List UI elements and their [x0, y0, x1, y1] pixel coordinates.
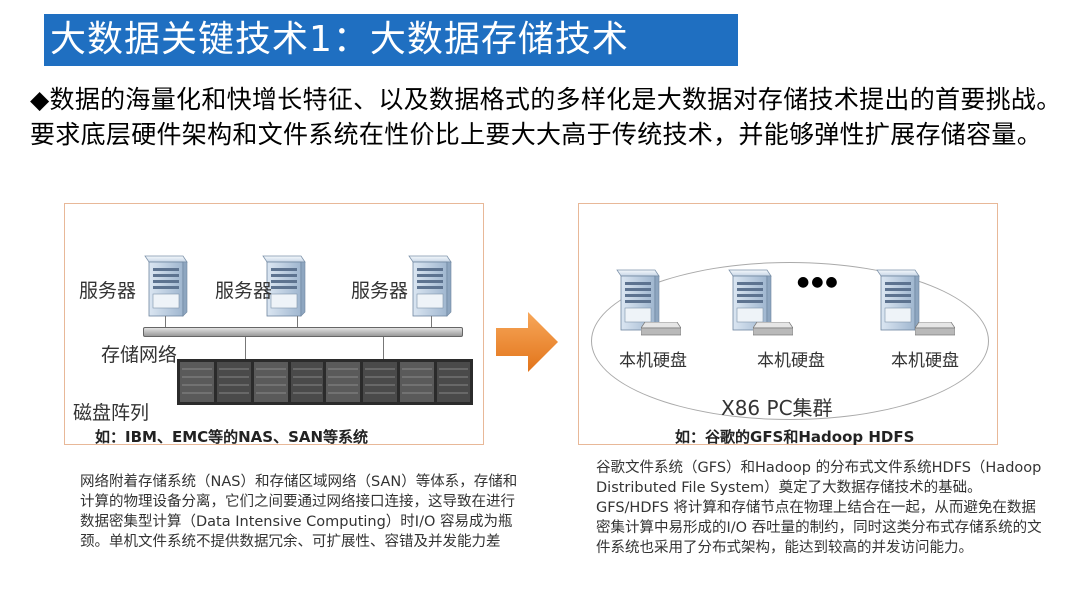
- traditional-storage-diagram: 服务器 服务器 服务器 存储网络 磁盘阵列 如：IBM、EMC等的NAS、SAN…: [64, 203, 484, 446]
- connector-line: [165, 316, 166, 328]
- right-description: 谷歌文件系统（GFS）和Hadoop 的分布式文件系统HDFS（Hadoop D…: [596, 460, 1042, 556]
- slide-title-bar: 大数据关键技术1：大数据存储技术: [44, 14, 738, 66]
- connector-line: [245, 337, 246, 359]
- right-caption: 如：谷歌的GFS和Hadoop HDFS: [675, 428, 915, 446]
- disk-array-icon: [323, 359, 473, 405]
- server-icon: [139, 250, 189, 318]
- cluster-ellipse: [591, 262, 989, 420]
- storage-network-label: 存储网络: [101, 344, 178, 366]
- cluster-label: X86 PC集群: [721, 396, 833, 420]
- hard-disk-icon: [753, 322, 793, 336]
- hard-disk-icon: [641, 322, 681, 336]
- left-caption: 如：IBM、EMC等的NAS、SAN等系统: [95, 428, 369, 446]
- intro-paragraph: ◆数据的海量化和快增长特征、以及数据格式的多样化是大数据对存储技术提出的首要挑战…: [30, 85, 1062, 149]
- hard-disk-icon: [915, 322, 955, 336]
- disk-array-label: 磁盘阵列: [73, 402, 150, 424]
- local-disk-label: 本机硬盘: [619, 351, 687, 371]
- left-description: 网络附着存储系统（NAS）和存储区域网络（SAN）等体系，存储和计算的物理设备分…: [80, 474, 518, 550]
- connector-line: [297, 316, 298, 328]
- distributed-storage-diagram: ●●● 本机硬盘 本机硬盘 本机硬盘 X86 PC集群 如：谷歌的GFS和Had…: [578, 203, 998, 446]
- local-disk-label: 本机硬盘: [891, 351, 959, 371]
- storage-network-bus: [143, 327, 463, 337]
- server-label: 服务器: [351, 280, 409, 302]
- server-icon: [871, 264, 921, 332]
- server-label: 服务器: [79, 280, 137, 302]
- connector-line: [431, 316, 432, 328]
- server-label: 服务器: [215, 280, 273, 302]
- connector-line: [383, 337, 384, 359]
- more-nodes-dots: ●●●: [797, 274, 840, 290]
- local-disk-label: 本机硬盘: [757, 351, 825, 371]
- right-arrow-icon: [496, 312, 558, 372]
- slide-title: 大数据关键技术1：大数据存储技术: [50, 19, 629, 60]
- server-icon: [403, 250, 453, 318]
- disk-array-icon: [177, 359, 327, 405]
